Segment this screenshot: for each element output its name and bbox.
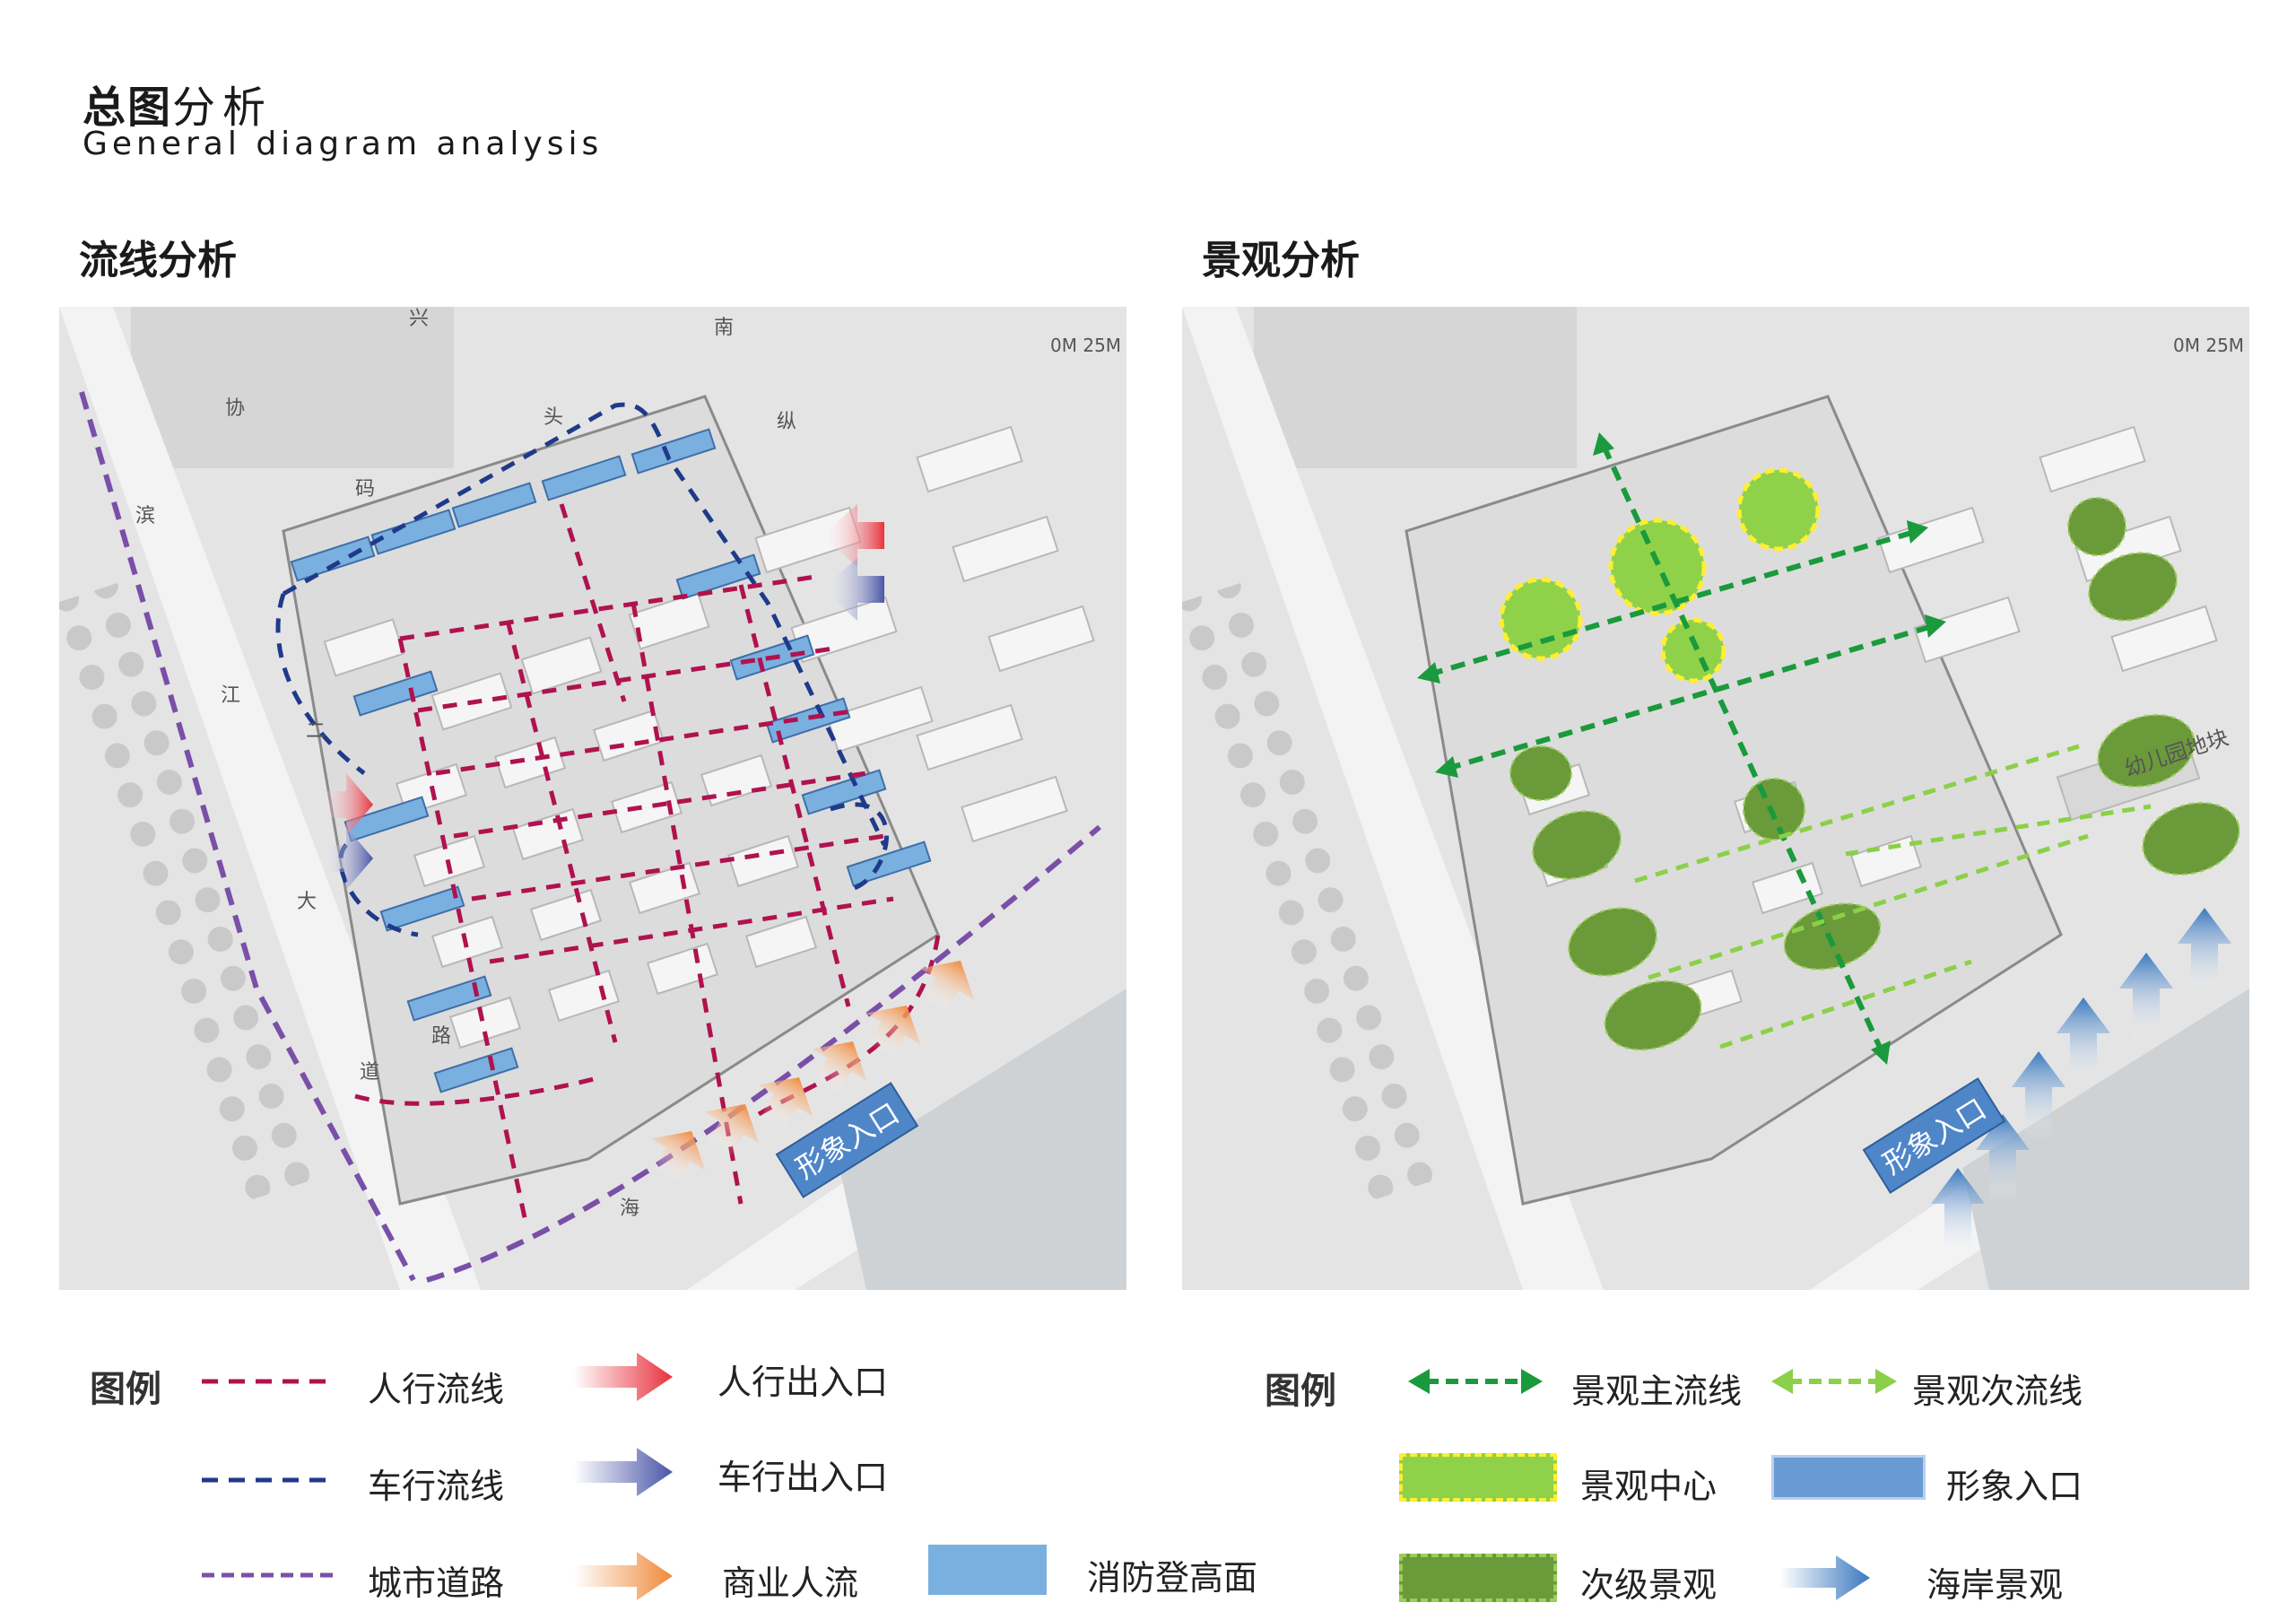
landscape-map-svg: 0M 25M 幼儿园地块 形象入口 [1182,307,2249,1290]
legend-coastal-label: 海岸景观 [1926,1565,2064,1605]
road-label-lu: 路 [431,1025,451,1048]
road-label-xie: 协 [225,397,245,420]
legend-landscape-center-swatch [1399,1453,1557,1502]
legend-fire-face-label: 消防登高面 [1087,1558,1258,1598]
vehicle-entry-arrow-east [822,558,884,621]
legend-secondary-green-swatch [1399,1554,1557,1602]
road-label-dao: 道 [360,1061,379,1084]
page-title-light: 分析 [172,83,274,133]
secondary-landscape-flow [1634,744,2152,1050]
legend-main-landscape-line [1408,1369,1543,1394]
pedestrian-entry-arrow-east [822,504,884,567]
legend-pedestrian-flow-label: 人行流线 [368,1370,505,1409]
legend-fire-face-swatch [928,1545,1047,1595]
road-label-er: 二 [306,720,326,743]
scale-label: 0M 25M [2173,335,2244,356]
road-label-xing: 兴 [409,308,429,330]
vehicle-entry-arrow-west [319,827,373,890]
legend-city-road-label: 城市道路 [368,1563,505,1603]
landscape-legend-title: 图例 [1265,1371,1336,1412]
road-label-da: 大 [297,891,317,913]
legend-image-entry-label: 形象入口 [1946,1467,2083,1506]
city-road-line-west [79,391,416,1282]
road-label-jiang: 江 [221,684,240,707]
legend-secondary-landscape-label: 景观次流线 [1912,1372,2083,1411]
legend-vehicle-line [202,1477,336,1483]
legend-commercial-arrow [574,1552,673,1600]
coastal-water [1962,989,2249,1290]
legend-landscape-center-label: 景观中心 [1580,1467,1718,1506]
tree-row [59,579,325,1201]
coastal-view-arrows [1931,908,2231,1258]
road-label-ma: 码 [355,478,375,501]
water-area [131,307,454,468]
legend-vehicle-entry-label: 车行出入口 [718,1458,889,1497]
main-landscape-arrowheads [1417,432,1946,1065]
fire-face-bars [290,428,932,1093]
water-area [1254,307,1577,468]
legend-pedestrian-entry-arrow [574,1353,673,1401]
flow-map-svg: 兴 南 协 头 码 纵 滨 江 二 大 道 路 海 0M 25M 形象入口 [59,307,1126,1290]
secondary-landscape-ovals [1509,497,2240,1051]
legend-pedestrian-line [202,1379,336,1384]
road-label-hai: 海 [620,1198,639,1220]
road-label-nan: 南 [714,317,734,339]
main-landscape-flow [1428,444,1936,1053]
legend-pedestrian-entry-label: 人行出入口 [718,1363,889,1402]
flow-legend-title: 图例 [90,1369,161,1410]
pedestrian-flow-lines [354,503,941,1223]
flow-panel-title: 流线分析 [79,238,237,283]
tree-row [1182,579,1448,1201]
legend-vehicle-flow-label: 车行流线 [368,1467,505,1506]
legend-vehicle-entry-arrow [574,1448,673,1496]
road-label-zong: 纵 [777,411,796,433]
scale-label: 0M 25M [1050,335,1121,356]
legend-city-road-line [202,1572,336,1578]
coastal-water [839,989,1126,1290]
page-title-bold: 总图 [83,83,173,133]
page-subtitle: General diagram analysis [83,126,604,162]
legend-coastal-arrow [1780,1555,1870,1600]
landscape-panel-title: 景观分析 [1202,238,1360,283]
road-label-bin: 滨 [135,505,155,527]
legend-secondary-landscape-line [1771,1369,1897,1394]
road-label-tou: 头 [544,406,563,429]
legend-main-landscape-label: 景观主流线 [1571,1372,1743,1411]
landscape-analysis-map: 0M 25M 幼儿园地块 形象入口 [1182,307,2249,1290]
landscape-center-circles [1499,467,1821,684]
commercial-flow-arrows [650,961,975,1185]
flow-analysis-map: 兴 南 协 头 码 纵 滨 江 二 大 道 路 海 0M 25M 形象入口 [59,307,1126,1290]
legend-image-entry-swatch [1771,1455,1926,1500]
pedestrian-entry-arrow-west [319,773,373,836]
page-title: 总图分析 [83,72,273,135]
legend-secondary-green-label: 次级景观 [1580,1565,1718,1605]
legend-commercial-label: 商业人流 [722,1563,859,1603]
